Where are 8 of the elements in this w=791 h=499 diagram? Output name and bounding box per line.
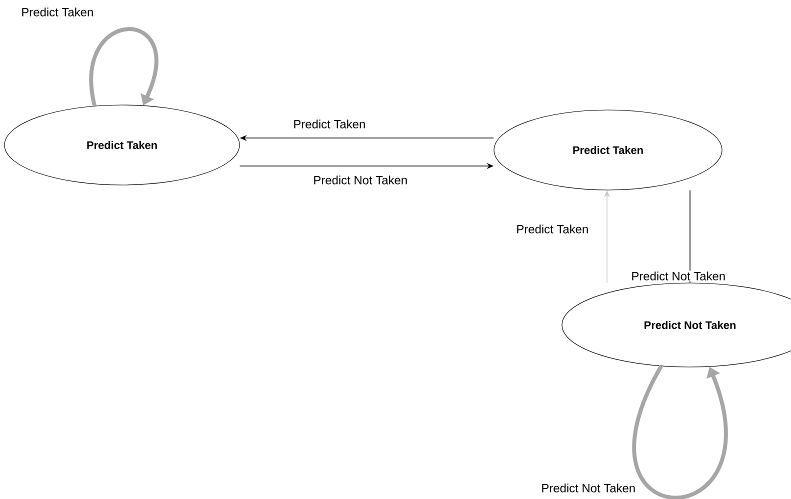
edge-label: Predict Taken: [20, 6, 95, 18]
arrow: [632, 365, 728, 499]
edge-label: Predict Taken: [515, 224, 590, 234]
arrow: [89, 27, 158, 106]
edge-label: Predict Not Taken: [312, 174, 409, 186]
edge-label: Predict Taken: [292, 118, 367, 130]
edge-label: Predict Not Taken: [630, 270, 727, 282]
edge-label: Predict Not Taken: [540, 482, 637, 494]
